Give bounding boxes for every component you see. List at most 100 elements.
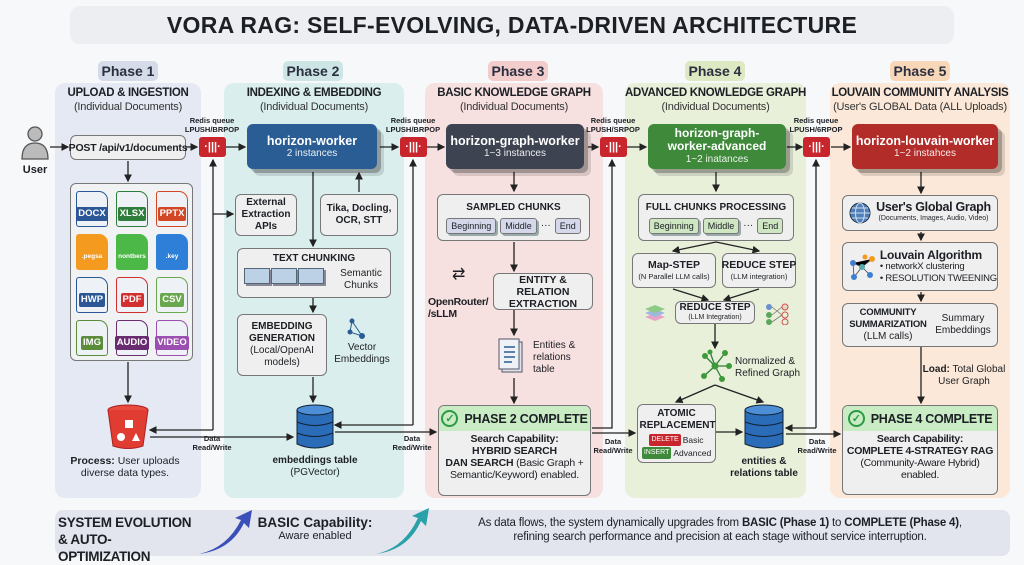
user-icon bbox=[21, 126, 49, 160]
chip-middle: Middle bbox=[500, 217, 537, 234]
reduce-step[interactable]: REDUCE STEP(LLM integration) bbox=[722, 253, 796, 288]
file-type-pdf-icon: PDF bbox=[116, 277, 148, 313]
reduce-step-integration[interactable]: REDUCE STEP(LLM Integration) bbox=[675, 301, 755, 324]
file-type-video-icon: VIDEO bbox=[155, 320, 189, 356]
document-table-icon bbox=[498, 338, 523, 373]
evolution-heading: SYSTEM EVOLUTION & AUTO-OPTIMIZATION bbox=[58, 515, 192, 564]
chip-end: End bbox=[554, 217, 581, 234]
phase3-title: BASIC KNOWLEDGE GRAPH bbox=[437, 87, 591, 99]
community-summarization[interactable]: COMMUNITY SUMMARIZATION(LLM calls) Summa… bbox=[842, 303, 998, 347]
basic-capability: BASIC Capability:Aware enabled bbox=[257, 515, 373, 542]
globe-icon bbox=[849, 202, 871, 224]
file-type-xlsx-icon: XLSX bbox=[116, 191, 148, 227]
diagram-title: VORA RAG: SELF-EVOLVING, DATA-DRIVEN ARC… bbox=[70, 6, 954, 44]
file-type-pptx-icon: PPTX bbox=[156, 191, 188, 227]
users-global-graph[interactable]: User's Global Graph(Documents, Images, A… bbox=[842, 195, 998, 231]
entities-relations-db-label: entities & relations table bbox=[730, 456, 798, 479]
post-endpoint[interactable]: POST /api/v1/documents bbox=[69, 135, 188, 160]
phase3-pill: Phase 3 bbox=[488, 61, 548, 81]
redis-queue-1[interactable]: ·|||· bbox=[199, 137, 226, 157]
phase2-title: INDEXING & EMBEDDING bbox=[246, 87, 382, 99]
phase1-pill: Phase 1 bbox=[98, 61, 158, 81]
louvain-algorithm[interactable]: Louvain Algorithm• networkX clustering• … bbox=[842, 242, 998, 291]
phase5-pill: Phase 5 bbox=[890, 61, 950, 81]
check-icon: ✓ bbox=[847, 410, 865, 427]
file-type-audio-icon: AUDIO bbox=[114, 320, 150, 356]
redis-queue-3[interactable]: ·|||· bbox=[600, 137, 627, 157]
file-type-key-icon: .key bbox=[156, 234, 188, 270]
text-chunking-title: TEXT CHUNKING bbox=[272, 253, 356, 264]
phase2-pill: Phase 2 bbox=[283, 61, 343, 81]
chip-end: End bbox=[757, 217, 784, 234]
chip-beginning: Beginning bbox=[648, 217, 699, 234]
entity-relation-extraction[interactable]: ENTITY & RELATION EXTRACTION bbox=[493, 273, 593, 310]
phase2-complete-card: ✓PHASE 2 COMPLETE Search Capability: HYB… bbox=[438, 405, 591, 496]
file-type-pegsa-icon: .pegsa bbox=[76, 234, 108, 270]
phase1-title: UPLOAD & INGESTION bbox=[67, 87, 189, 99]
phase4-complete-card: ✓PHASE 4 COMPLETE Search Capability: COM… bbox=[842, 405, 998, 495]
file-type-docx-icon: DOCX bbox=[76, 191, 108, 227]
load-global-graph-note: Load: Total Global User Graph bbox=[922, 364, 1006, 387]
file-type-img-icon: IMG bbox=[76, 320, 108, 356]
process-note: Process: User uploads diverse data types… bbox=[70, 455, 180, 479]
insert-tag: INSERT bbox=[641, 447, 672, 459]
embeddings-db-icon bbox=[296, 404, 334, 449]
evolution-banner bbox=[55, 510, 1010, 556]
redis-queue-2[interactable]: ·|||· bbox=[400, 137, 427, 157]
upward-arrow-icon bbox=[199, 510, 252, 554]
text-chunking-box: TEXT CHUNKING Semantic Chunks bbox=[237, 248, 391, 298]
openrouter-icon: ⇄ bbox=[452, 266, 466, 283]
tika-docling-ocr-stt[interactable]: Tika, Docling, OCR, STT bbox=[320, 194, 398, 236]
cluster-network-icon bbox=[850, 254, 875, 280]
vector-icon bbox=[347, 318, 365, 339]
check-icon: ✓ bbox=[441, 410, 459, 427]
entities-relations-table-label: Entities & relations table bbox=[533, 340, 576, 375]
file-type-nontbers-icon: nontbers bbox=[116, 234, 148, 270]
map-step[interactable]: Map-STEP(N Parallel LLM calls) bbox=[632, 253, 716, 288]
phase4-title: ADVANCED KNOWLEDGE GRAPH bbox=[624, 87, 807, 99]
embeddings-table-label: embeddings table(PGVector) bbox=[272, 455, 358, 478]
storage-bucket-icon bbox=[107, 404, 149, 449]
external-extraction-apis[interactable]: External Extraction APIs bbox=[235, 194, 297, 236]
refined-graph-icon bbox=[701, 349, 732, 382]
openrouter-label: OpenRouter/ /sLLM bbox=[428, 296, 489, 320]
redis-queue-4[interactable]: ·|||· bbox=[803, 137, 830, 157]
file-type-hwp-icon: HWP bbox=[76, 277, 108, 313]
layers-icon bbox=[645, 305, 665, 321]
delete-tag: DELETE bbox=[649, 434, 681, 446]
embedding-generation[interactable]: EMBEDDING GENERATION(Local/OpenAI models… bbox=[237, 314, 327, 376]
chunk-stack-icon bbox=[244, 268, 324, 284]
vector-embeddings-label: Vector Embeddings bbox=[334, 342, 390, 365]
chip-beginning: Beginning bbox=[446, 217, 497, 234]
phase5-title: LOUVAIN COMMUNITY ANALYSIS bbox=[831, 87, 1009, 99]
file-type-csv-icon: CSV bbox=[156, 277, 188, 313]
phase4-subtitle: (Individual Documents) bbox=[661, 101, 770, 113]
normalized-graph-label: Normalized & Refined Graph bbox=[735, 356, 801, 379]
full-chunks-box: FULL CHUNKS PROCESSING Beginning Middle … bbox=[638, 194, 794, 241]
phase1-subtitle: (Individual Documents) bbox=[73, 101, 183, 113]
evolution-description: As data flows, the system dynamically up… bbox=[478, 517, 962, 543]
phase5-subtitle: (User's GLOBAL Data (ALL Uploads) bbox=[833, 101, 1007, 113]
phase4-pill: Phase 4 bbox=[685, 61, 745, 81]
sampled-chunks-box: SAMPLED CHUNKS Beginning Middle ··· End bbox=[437, 194, 590, 241]
phase2-subtitle: (Individual Documents) bbox=[259, 101, 369, 113]
user-label: User bbox=[22, 164, 48, 176]
chip-middle: Middle bbox=[702, 217, 740, 234]
network-people-icon bbox=[766, 303, 789, 325]
entities-db-icon bbox=[744, 404, 784, 449]
phase3-subtitle: (Individual Documents) bbox=[459, 101, 569, 113]
